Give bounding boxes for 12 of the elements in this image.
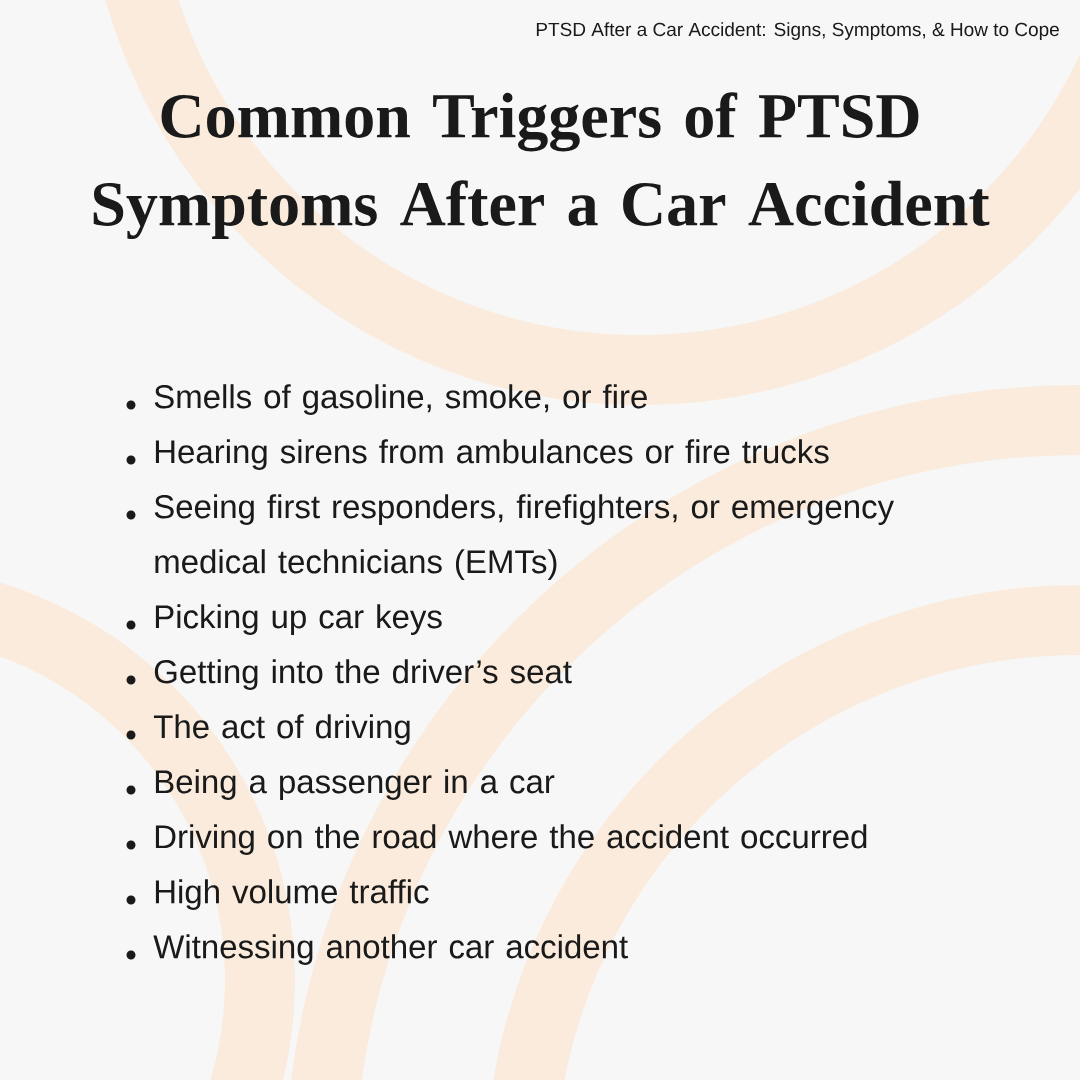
list-item: Seeing first responders, firefighters, or emergency medical technicians (EMTs) xyxy=(154,494,894,580)
header-text: PTSD After a Car Accident: Signs, Symptoms, & How to Cope xyxy=(536,22,1059,40)
list-item: Driving on the road where the accident occurred xyxy=(155,824,867,855)
title: Common Triggers of PTSD Symptoms After a Car Accident xyxy=(93,92,990,240)
list-item: The act of driving xyxy=(153,714,410,745)
list-item: Witnessing another car accident xyxy=(153,934,628,965)
list-item: Getting into the driver’s seat xyxy=(154,659,572,690)
list-item: Being a passenger in a car xyxy=(155,769,555,800)
list-item: Hearing sirens from ambulances or fire trucks xyxy=(155,439,829,470)
list-item: Smells of gasoline, smoke, or fire xyxy=(154,384,647,415)
list-item: High volume traffic xyxy=(155,879,429,910)
list-item: Picking up car keys xyxy=(155,604,442,635)
